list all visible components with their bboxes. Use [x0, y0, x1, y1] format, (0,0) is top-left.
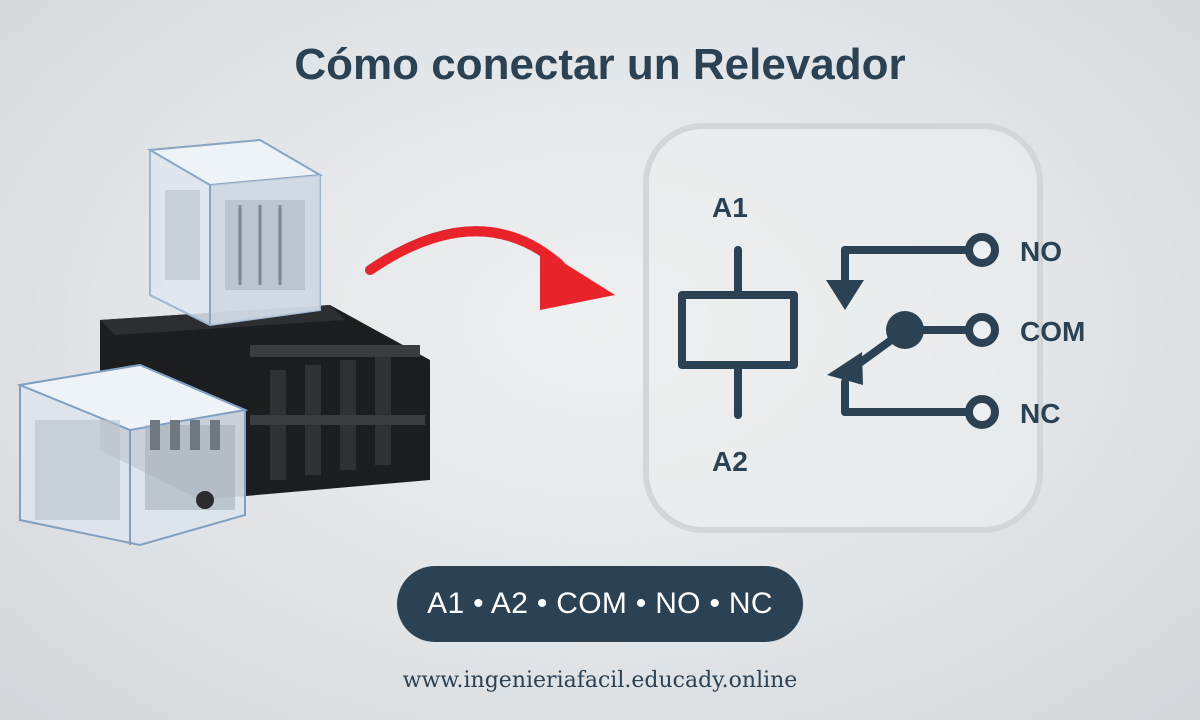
- com-junction-dot: [886, 311, 924, 349]
- no-contact-arrow-icon: [826, 280, 864, 310]
- red-arrow-icon: [365, 226, 615, 310]
- relay-upper: [146, 138, 324, 327]
- label-a1: A1: [712, 192, 748, 223]
- label-com: COM: [1020, 316, 1086, 347]
- terminal-nc-icon: [965, 395, 999, 429]
- nc-contact-arrow-icon: [827, 352, 863, 385]
- page-title: Cómo conectar un Relevador: [294, 40, 906, 89]
- terminal-no-icon: [965, 233, 999, 267]
- label-a2: A2: [712, 446, 748, 477]
- terminals-summary-badge: A1 • A2 • COM • NO • NC: [397, 566, 803, 642]
- terminal-com-icon: [965, 313, 999, 347]
- label-no: NO: [1020, 236, 1062, 267]
- coil-icon: [678, 291, 798, 369]
- relay-lower: [16, 363, 249, 547]
- label-nc: NC: [1020, 398, 1061, 429]
- website-url: www.ingenieriafacil.educady.online: [402, 668, 798, 693]
- relay-product-image: [16, 138, 430, 547]
- relay-schematic: [678, 233, 999, 429]
